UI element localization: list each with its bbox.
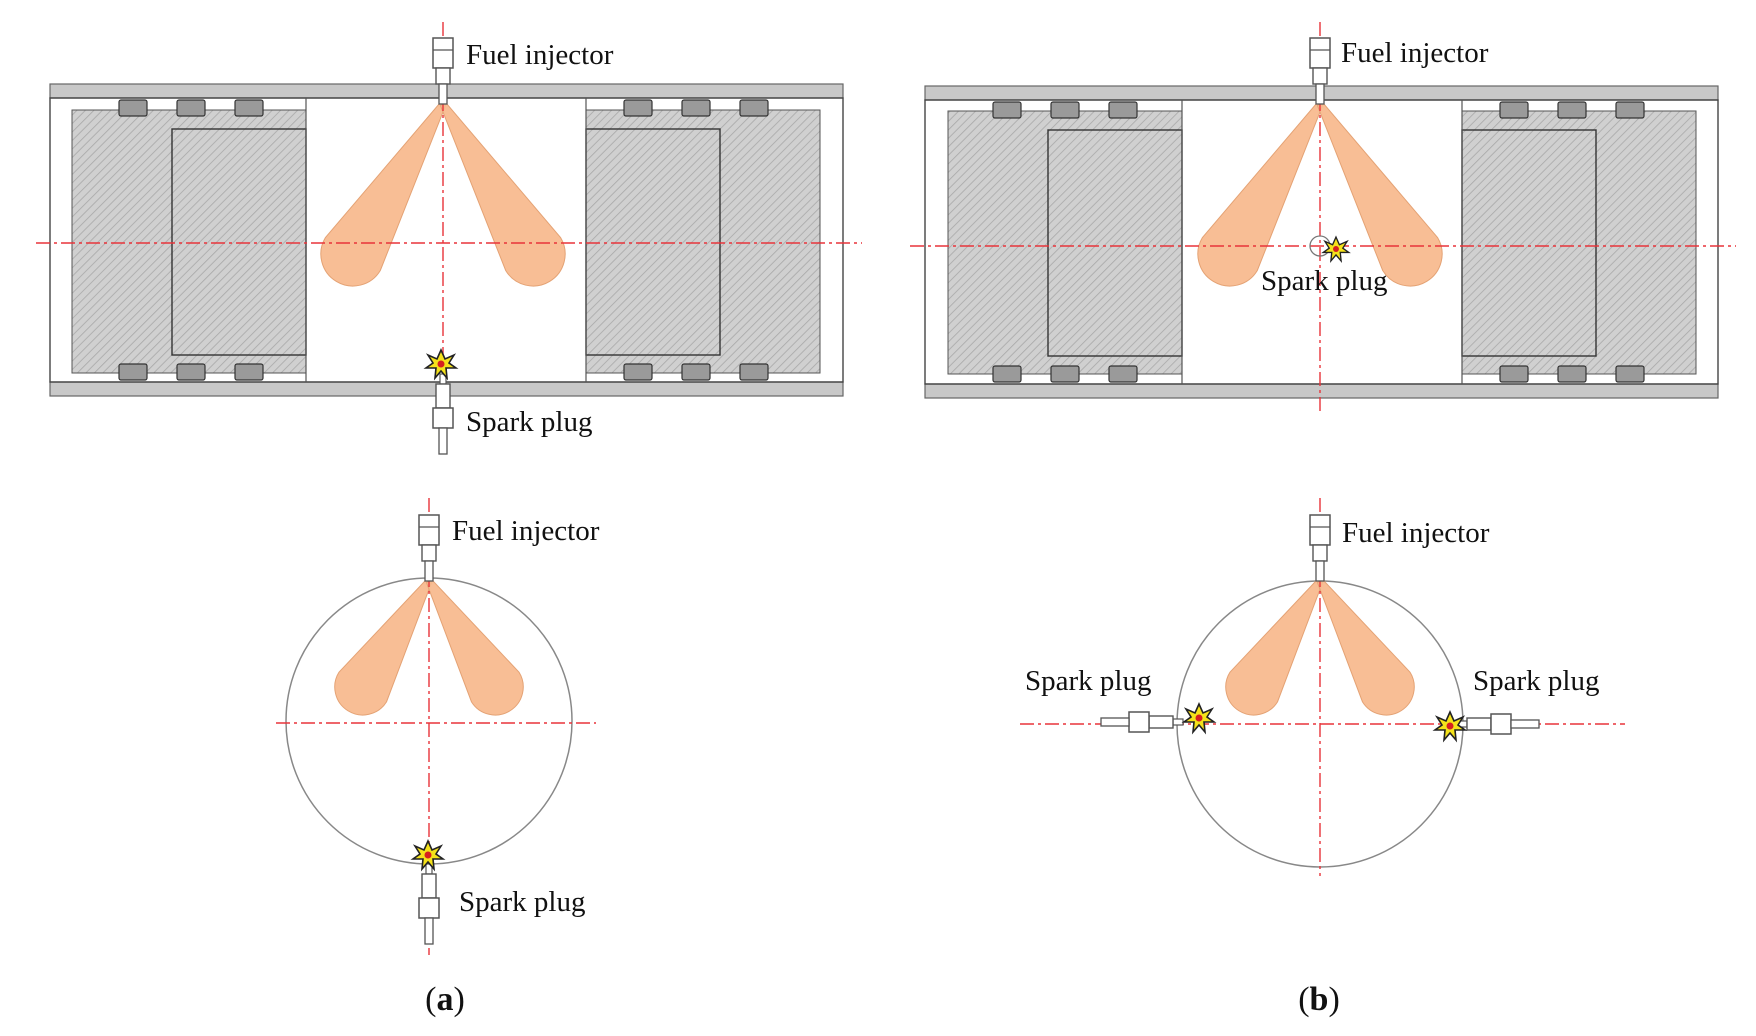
cylinder-bore: [285, 577, 573, 865]
spark-burst-left-icon: [1183, 703, 1215, 733]
spark-plug-right-label: Spark plug: [1473, 665, 1599, 697]
port-blocks: [992, 101, 1645, 383]
right-piston: [585, 109, 821, 374]
caption-b: (b): [1298, 981, 1340, 1018]
left-piston: [947, 110, 1183, 375]
panel-b-cross-section: Fuel injector Spark plug Spark plug: [1020, 498, 1625, 876]
fuel-injector-label: Fuel injector: [466, 39, 614, 71]
spark-plug-left-icon: [1100, 711, 1184, 733]
spark-burst-icon: [1322, 236, 1350, 262]
panel-b-top-view: Fuel injector Spark plug: [910, 22, 1736, 415]
fuel-injector-label: Fuel injector: [452, 515, 600, 547]
panel-a-top-view: Fuel injector Spark plug: [36, 22, 862, 455]
lower-wall: [924, 383, 1719, 399]
left-piston: [71, 109, 307, 374]
fuel-injector-label: Fuel injector: [1341, 37, 1489, 69]
right-piston: [1461, 110, 1697, 375]
spark-plug-label: Spark plug: [1261, 265, 1387, 297]
spark-plug-right-icon: [1456, 713, 1540, 735]
fuel-injector-label: Fuel injector: [1342, 517, 1490, 549]
panel-a-cross-section: Fuel injector Spark plug: [276, 498, 600, 955]
fuel-injector-icon: [418, 514, 440, 582]
spark-burst-right-icon: [1434, 711, 1466, 741]
spark-plug-label: Spark plug: [466, 406, 592, 438]
caption-a: (a): [425, 981, 465, 1018]
spark-plug-label: Spark plug: [459, 886, 585, 918]
fuel-injector-icon: [1309, 514, 1331, 582]
spark-plug-icon: [432, 373, 454, 455]
spark-plug-icon: [418, 863, 440, 945]
port-blocks: [118, 99, 769, 381]
spark-plug-left-label: Spark plug: [1025, 665, 1151, 697]
centerlines: [910, 22, 1736, 415]
